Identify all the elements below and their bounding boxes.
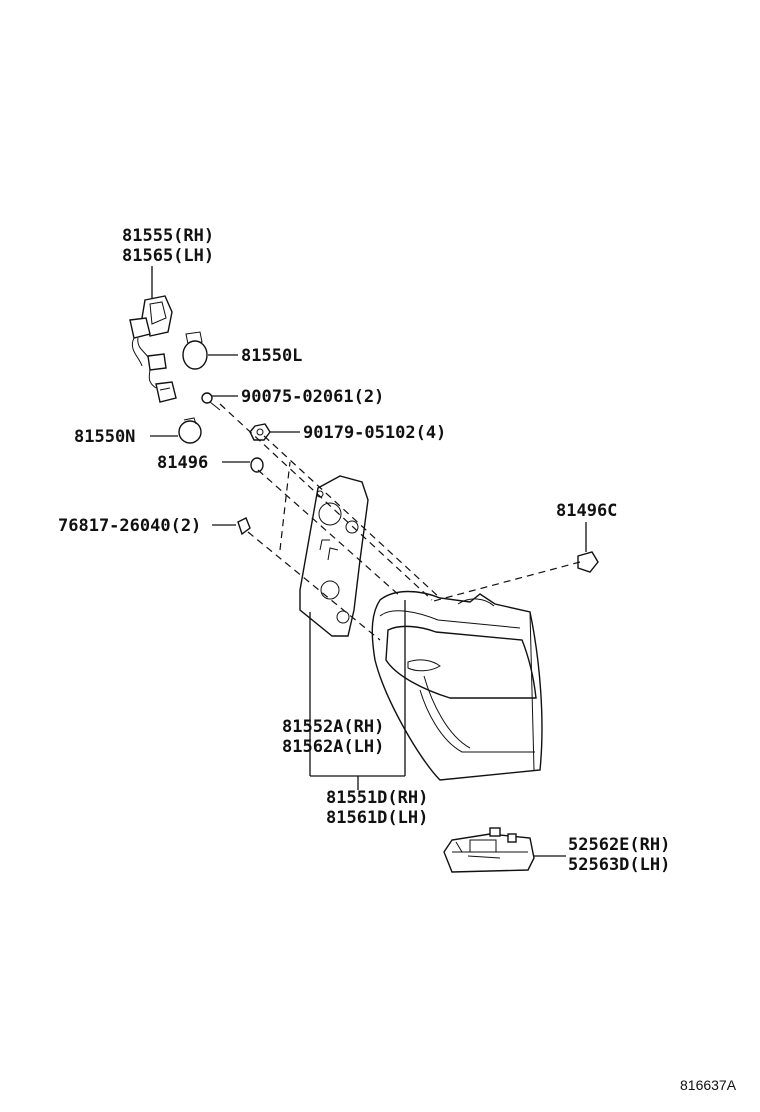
- bulb-81550L[interactable]: [182, 331, 238, 370]
- clip-76817-26040[interactable]: [212, 517, 251, 536]
- label-81496: 81496: [157, 453, 208, 473]
- label-81565: 81565(LH): [122, 246, 214, 266]
- label-81496C: 81496C: [556, 501, 617, 521]
- license-plate-lamp[interactable]: [443, 827, 566, 873]
- label-81562A: 81562A(LH): [282, 737, 384, 757]
- label-81561D: 81561D(LH): [326, 808, 428, 828]
- diagram-code: 816637A: [680, 1077, 737, 1093]
- rear-combination-lamp[interactable]: [371, 590, 543, 781]
- nut-90179-05102[interactable]: [249, 423, 300, 441]
- gasket-81496[interactable]: [222, 457, 264, 473]
- label-81555: 81555(RH): [122, 226, 214, 246]
- bulb-81550N[interactable]: [150, 417, 202, 444]
- socket-wire-harness[interactable]: [129, 266, 177, 403]
- label-81550L: 81550L: [241, 346, 302, 366]
- label-81550N: 81550N: [74, 427, 135, 447]
- label-90179: 90179-05102(4): [303, 423, 446, 443]
- gasket-plate-81552A[interactable]: [279, 461, 369, 776]
- label-52562E: 52562E(RH): [568, 835, 670, 855]
- screw-90075-02061[interactable]: [201, 392, 238, 411]
- label-52563D: 52563D(LH): [568, 855, 670, 875]
- leader-bracket: [310, 775, 405, 790]
- label-90075: 90075-02061(2): [241, 387, 384, 407]
- label-76817: 76817-26040(2): [58, 516, 201, 536]
- label-81552A: 81552A(RH): [282, 717, 384, 737]
- assembly-lines: [219, 403, 581, 641]
- label-81551D: 81551D(RH): [326, 788, 428, 808]
- clip-81496C[interactable]: [577, 522, 599, 573]
